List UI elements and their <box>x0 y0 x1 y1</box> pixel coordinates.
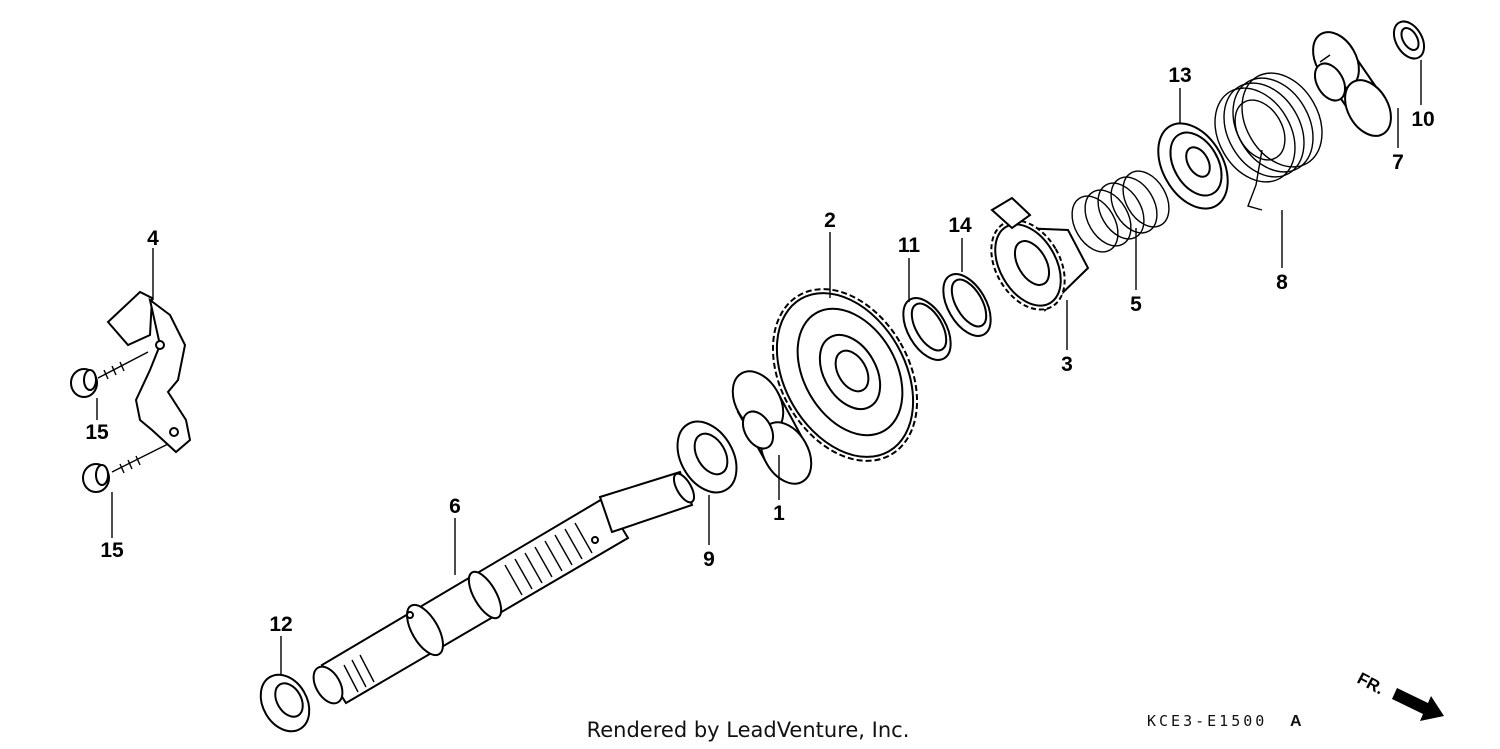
callout-14: 14 <box>948 214 972 237</box>
callout-13: 13 <box>1168 64 1191 87</box>
leader-lines <box>96 60 1422 675</box>
callout-11: 11 <box>898 234 921 257</box>
callout-8: 8 <box>1276 271 1288 294</box>
part-1-bushing[interactable] <box>722 362 821 492</box>
diagram-code: KCE3-E1500 <box>1147 712 1267 730</box>
callout-15-lower: 15 <box>100 539 124 562</box>
callout-6: 6 <box>449 495 461 518</box>
front-direction-indicator: FR. <box>1354 669 1444 721</box>
part-9-washer[interactable] <box>665 411 748 503</box>
part-8-return-spring[interactable] <box>1199 59 1338 211</box>
callout-3: 3 <box>1061 353 1073 376</box>
callout-12: 12 <box>269 613 292 636</box>
part-15-bolt-upper[interactable] <box>70 351 149 398</box>
part-11-washer[interactable] <box>894 290 961 368</box>
part-2-gear[interactable] <box>744 263 947 486</box>
callout-4: 4 <box>147 227 159 250</box>
front-arrow-icon <box>1392 688 1444 721</box>
part-14-circlip[interactable] <box>934 266 1001 344</box>
footer-credit: Rendered by LeadVenture, Inc. <box>587 718 910 742</box>
callout-9: 9 <box>703 548 715 571</box>
part-12-washer[interactable] <box>251 666 319 740</box>
callout-2: 2 <box>824 209 836 232</box>
callout-10: 10 <box>1411 108 1434 131</box>
callout-15-upper: 15 <box>85 421 109 444</box>
part-5-spring[interactable] <box>1063 163 1179 260</box>
part-6-shaft[interactable] <box>308 470 698 709</box>
part-13-seat[interactable] <box>1144 111 1242 221</box>
part-10-washer[interactable] <box>1388 16 1431 64</box>
callout-7: 7 <box>1392 151 1404 174</box>
callout-1: 1 <box>773 502 785 525</box>
callout-5: 5 <box>1130 293 1142 316</box>
part-4-guide-plate[interactable] <box>106 290 192 454</box>
callouts: 1 2 3 4 5 6 7 8 9 10 11 12 13 14 15 15 <box>85 64 1434 636</box>
part-7-collar[interactable] <box>1304 24 1401 144</box>
front-label: FR. <box>1354 669 1387 699</box>
part-3-ratchet[interactable] <box>976 196 1090 323</box>
part-15-bolt-lower[interactable] <box>82 443 169 493</box>
diagram-code-suffix: A <box>1290 713 1302 730</box>
